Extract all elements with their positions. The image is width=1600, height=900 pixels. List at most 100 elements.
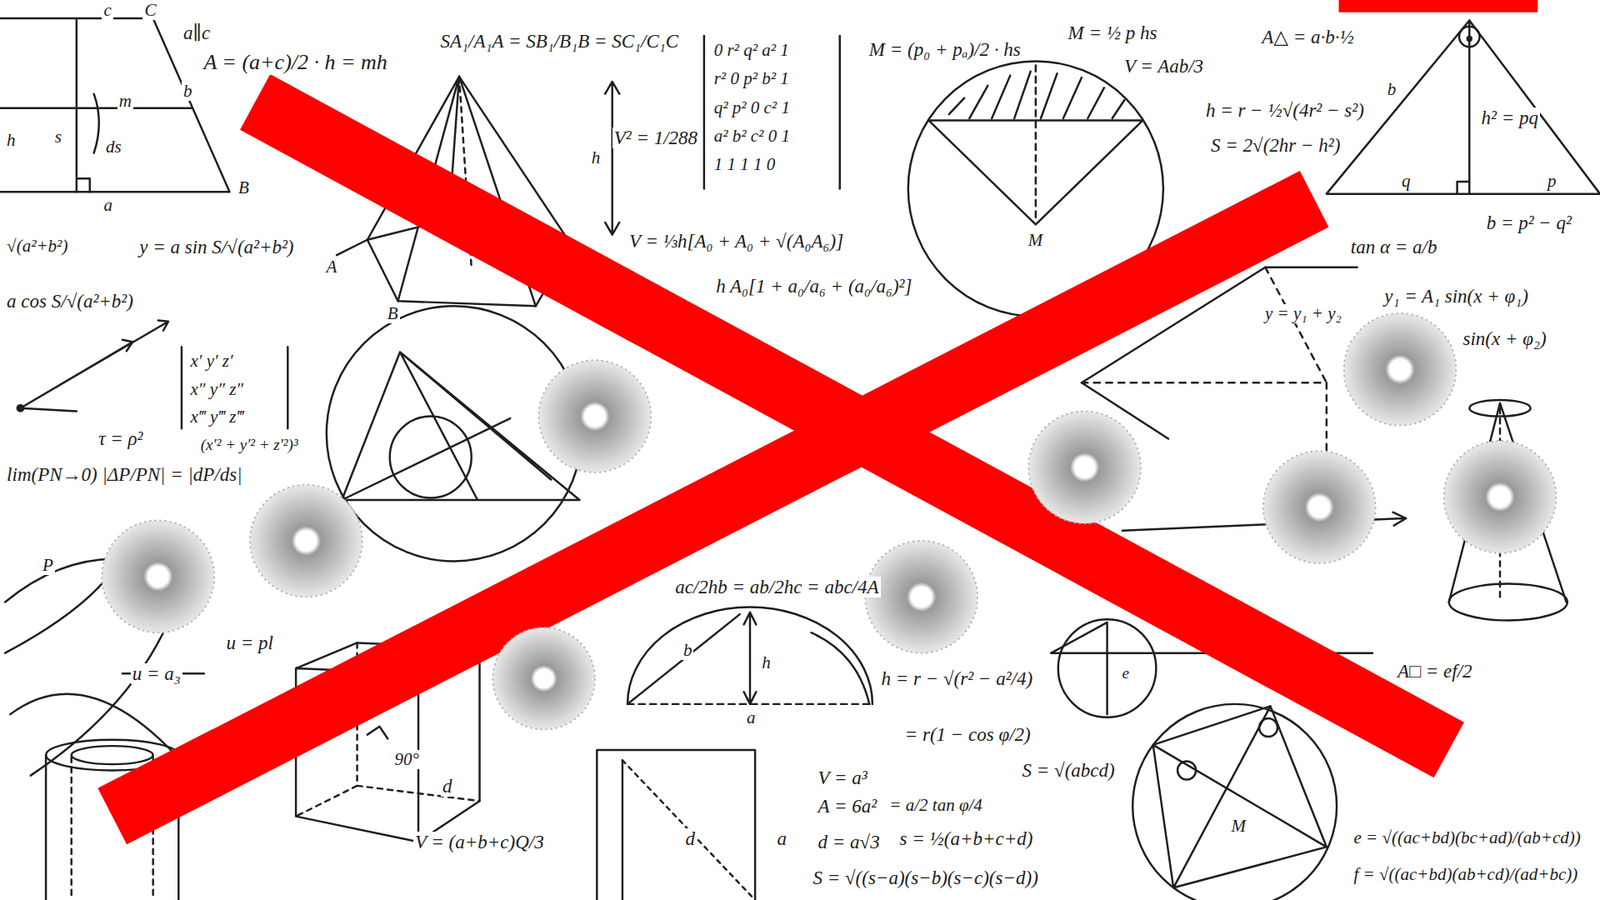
arch: [627, 607, 873, 705]
blur-spot: [1028, 410, 1141, 524]
blur-spot: [1263, 450, 1376, 564]
point-label: h: [590, 148, 603, 168]
arch-lines: [627, 612, 756, 705]
point-label: a: [101, 195, 115, 215]
point-label: h: [5, 130, 18, 150]
right-triangle: [1326, 20, 1600, 194]
quadrilateral: [1153, 705, 1327, 888]
blur-spots: [101, 313, 1556, 730]
bracket: [94, 94, 100, 154]
formula-label: h² = pq: [1480, 107, 1540, 129]
point-label: d: [440, 775, 455, 797]
point-label: b: [181, 81, 195, 101]
big-circle: [1132, 704, 1337, 900]
point-label: d: [683, 828, 697, 850]
point-label: b: [1385, 80, 1399, 100]
formula-label: S = 2√(2hr − h²): [1209, 135, 1342, 156]
formula-label: A□ = ef/2: [1395, 660, 1474, 682]
formula-label: d = a√3: [816, 831, 882, 853]
point-label: C: [142, 0, 158, 20]
point-label: h: [760, 653, 773, 673]
formula-label: b = p² − q²: [1485, 212, 1574, 234]
formula-label: lim(PN→0) |ΔP/PN| = |dP/ds|: [5, 464, 244, 485]
formula-label: M = ½ p hs: [1066, 22, 1160, 44]
box: [596, 750, 755, 900]
formula-label: V = Aab/3: [1122, 55, 1205, 77]
formula-label: sin(x + φ₂): [1460, 328, 1548, 350]
cross-stroke: [112, 199, 1315, 817]
arc-arrow: [810, 632, 870, 705]
matrix-bars: [181, 346, 288, 429]
point-label: ds: [104, 137, 124, 157]
formula-label: (x′² + y′² + z′²)³: [199, 436, 300, 455]
formula-label: V² = 1/288: [612, 127, 700, 149]
cone-base: [1449, 583, 1568, 620]
formula-label: x‴ y‴ z‴: [189, 407, 246, 427]
geometry-sketches: [0, 18, 1600, 900]
formula-label: y = a sin S/√(a²+b²): [137, 236, 295, 258]
point-label: B: [236, 178, 251, 198]
formula-label: a² b² c² 0 1: [712, 126, 792, 146]
blur-spot: [539, 360, 652, 473]
point-label: a: [745, 708, 758, 728]
formula-label: f = √((ac+bd)(ab+cd)/(ad+bc)): [1351, 865, 1580, 885]
formula-label: 90°: [392, 750, 420, 770]
blur-spot: [250, 485, 363, 598]
formula-label: y₁ = A₁ sin(x + φ₁): [1382, 285, 1530, 307]
formula-label: = a/2 tan φ/4: [887, 795, 985, 815]
right-angle: [367, 726, 388, 740]
red-bar: [1339, 0, 1539, 13]
point-label: b: [681, 640, 695, 660]
blur-spot: [492, 627, 595, 730]
point-label: B: [385, 304, 400, 324]
formula-label: S = √((s−a)(s−b)(s−c)(s−d)): [810, 867, 1040, 889]
formula-label: M = (p₀ + pₐ)/2 · hs: [867, 39, 1023, 60]
formula-label: y = y₁ + y₂: [1263, 304, 1344, 324]
formula-label: √(a²+b²): [5, 236, 70, 256]
formula-label: SA₁/A₁A = SB₁/B₁B = SC₁/C₁C: [439, 30, 681, 52]
angle-dot: [1467, 36, 1472, 41]
point-label: c: [101, 0, 113, 20]
formula-label: V = (a+b+c)Q/3: [413, 831, 546, 853]
point-label: q: [1400, 171, 1413, 191]
formula-label: h = r − √(r² − a²/4): [880, 668, 1035, 690]
angle-mark: [1177, 760, 1196, 780]
formula-label: e = √((ac+bd)(bc+ad)/(ab+cd)): [1351, 828, 1582, 848]
formula-label: u = a₃: [130, 663, 183, 685]
point-label: m: [117, 91, 134, 111]
formula-label: a cos S/√(a²+b²): [5, 290, 135, 312]
formula-label: tan α = a/b: [1349, 236, 1440, 258]
red-cross: [112, 101, 1450, 816]
formula-label: x′ y′ z′: [189, 351, 235, 371]
point-label: P: [40, 555, 55, 575]
vectors: [20, 320, 169, 411]
point-label: A: [324, 257, 339, 277]
formula-label: V = a³: [816, 767, 870, 789]
determinant-bars: [704, 35, 840, 190]
formula-label: r² 0 p² b² 1: [712, 69, 791, 89]
angle-mark: [1259, 718, 1278, 737]
point-label: s: [53, 127, 64, 147]
axis-line: [1035, 65, 1037, 223]
formula-label: h A₀[1 + a₀/a₆ + (a₀/a₆)²]: [714, 275, 914, 297]
formula-label: A = 6a²: [816, 795, 880, 817]
formula-label: ac/2hb = ab/2hc = abc/4A: [673, 576, 880, 598]
formula-label: τ = ρ²: [96, 428, 145, 450]
formula-label: V = ⅓h[A₀ + A₀ + √(A₀A₆)]: [627, 230, 845, 252]
formula-label: h = r − ½√(4r² − s²): [1204, 100, 1366, 121]
blur-spot: [1344, 313, 1457, 426]
point-label: M: [1026, 230, 1045, 250]
formula-label: 0 r² q² a² 1: [712, 40, 791, 60]
formula-label: A = (a+c)/2 · h = mh: [201, 50, 389, 75]
cylinder-inner: [71, 745, 154, 765]
trapezoid: [0, 18, 230, 192]
formula-label: S = √(abcd): [1020, 760, 1116, 781]
box-diagonal: [622, 760, 755, 900]
formula-label: u = pl: [224, 632, 275, 654]
point-label: e: [1120, 665, 1130, 683]
formula-label: a∥c: [181, 22, 212, 44]
point-label: a: [775, 828, 790, 850]
blur-spot: [865, 540, 978, 654]
